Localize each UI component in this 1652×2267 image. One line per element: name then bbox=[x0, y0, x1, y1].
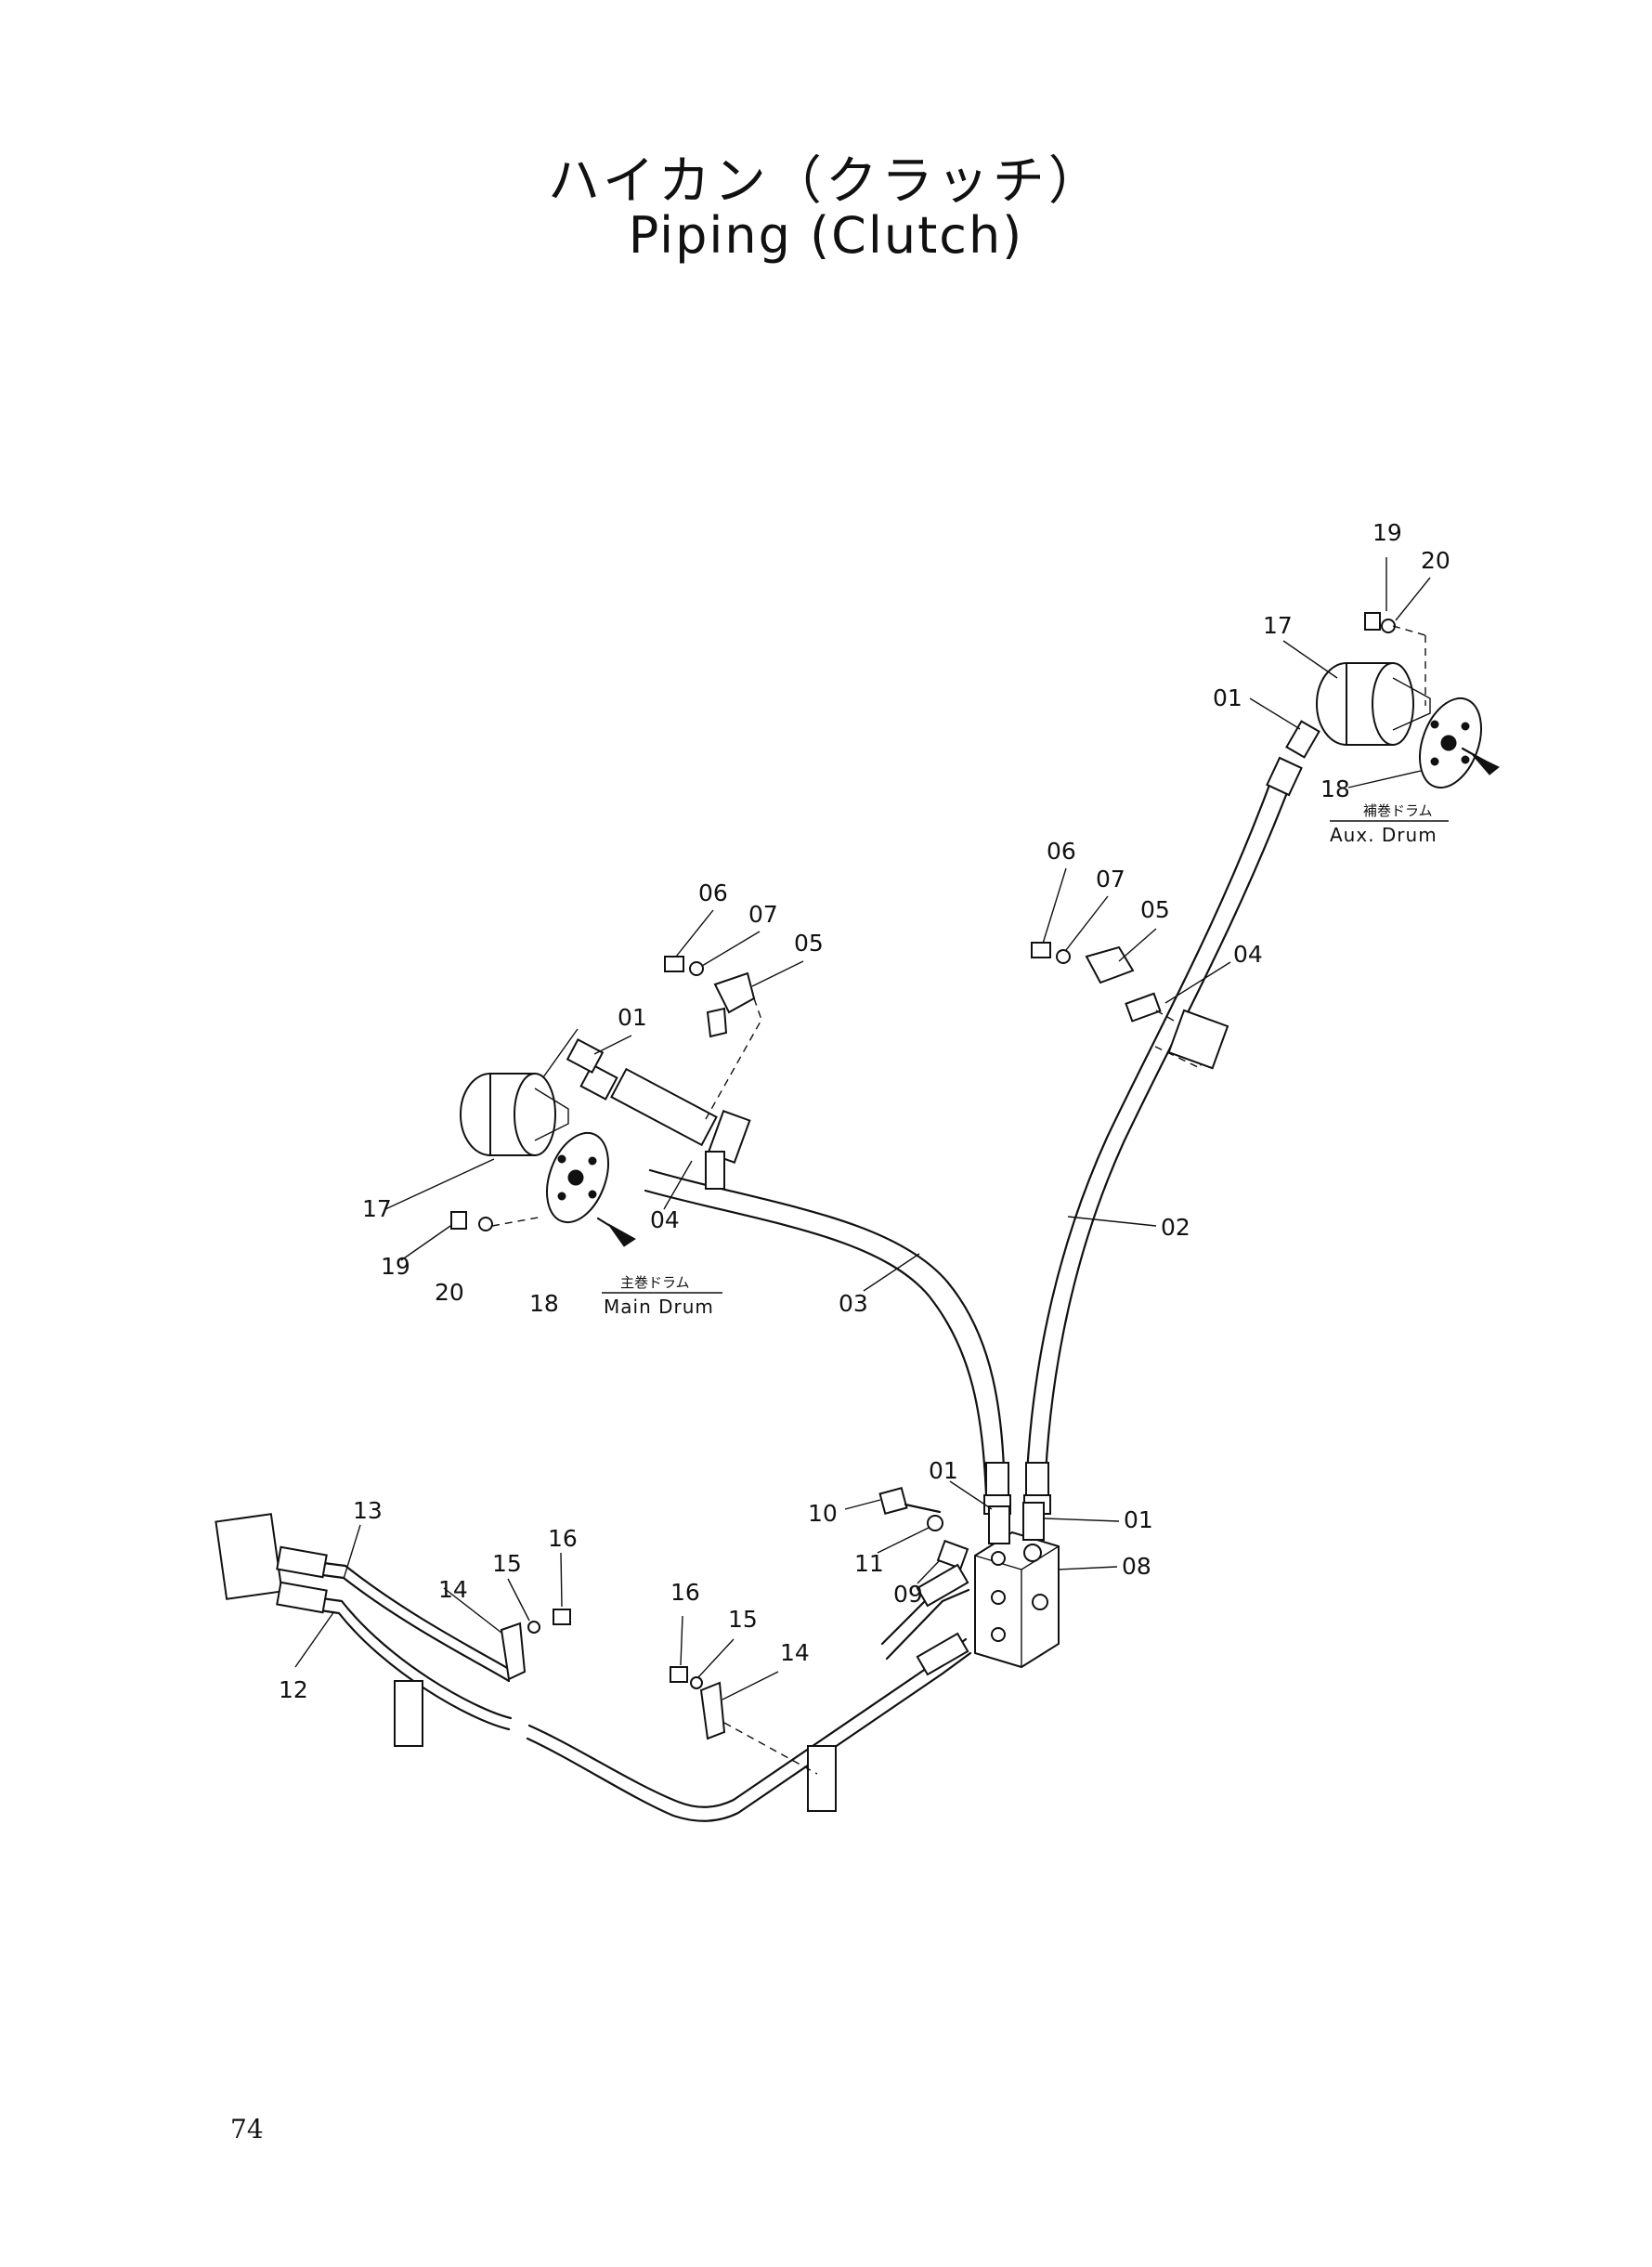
callout-06-main: 06 bbox=[698, 879, 728, 906]
callout-20-main: 20 bbox=[435, 1279, 464, 1306]
callout-03: 03 bbox=[839, 1290, 868, 1317]
pipe-left-fittings bbox=[215, 1513, 328, 1614]
callout-07-main: 07 bbox=[748, 901, 778, 928]
valve-plug-09 bbox=[936, 1539, 969, 1570]
valve-fittings-01 bbox=[988, 1502, 1045, 1544]
main-drum-arrow-icon bbox=[596, 1217, 636, 1247]
callout-01-valve-b: 01 bbox=[1124, 1506, 1153, 1533]
callout-14-mid: 14 bbox=[780, 1639, 810, 1666]
aux-drum-label-ja: 補巻ドラム bbox=[1363, 802, 1433, 819]
pipe-13 bbox=[300, 1558, 515, 1683]
callout-17-aux: 17 bbox=[1263, 612, 1293, 639]
callout-04-aux: 04 bbox=[1233, 941, 1263, 968]
valve-block-08 bbox=[974, 1531, 1060, 1669]
hose-03 bbox=[644, 1168, 1007, 1497]
callout-12: 12 bbox=[279, 1676, 308, 1703]
pipe-right-fittings bbox=[916, 1563, 969, 1676]
callout-01-main: 01 bbox=[618, 1004, 647, 1031]
callout-20-aux: 20 bbox=[1421, 547, 1450, 574]
callout-06-aux: 06 bbox=[1047, 838, 1076, 865]
callout-07-aux: 07 bbox=[1096, 866, 1125, 892]
callout-10: 10 bbox=[808, 1500, 838, 1527]
page-title-japanese: ハイカン（クラッチ） bbox=[548, 151, 1104, 212]
main-drum-label-en: Main Drum bbox=[604, 1296, 714, 1318]
callout-08: 08 bbox=[1122, 1553, 1151, 1580]
page-number: 74 bbox=[230, 2114, 264, 2144]
callout-15-left: 15 bbox=[492, 1550, 522, 1577]
callout-18-main: 18 bbox=[529, 1290, 559, 1317]
main-drum-hose-end bbox=[579, 1063, 718, 1147]
leader-lines bbox=[294, 557, 1431, 1700]
main-fitting-01 bbox=[566, 1038, 605, 1074]
callout-18-aux: 18 bbox=[1320, 775, 1350, 802]
hose-02 bbox=[1024, 771, 1294, 1497]
main-clamp-05 bbox=[664, 956, 762, 1190]
callout-02: 02 bbox=[1161, 1214, 1190, 1241]
callout-01-aux: 01 bbox=[1213, 684, 1242, 711]
aux-drum-hose-end bbox=[1266, 720, 1320, 797]
callout-05-main: 05 bbox=[794, 930, 824, 957]
callout-14-left: 14 bbox=[438, 1576, 468, 1603]
callout-16-mid: 16 bbox=[670, 1579, 700, 1606]
aux-clamp-05 bbox=[1031, 942, 1229, 1070]
callout-15-mid: 15 bbox=[728, 1606, 758, 1633]
aux-bolt-19 bbox=[1364, 612, 1426, 706]
page-title-english: Piping (Clutch) bbox=[628, 206, 1024, 265]
pipe-clamp-14-mid bbox=[670, 1666, 837, 1812]
callout-05-aux: 05 bbox=[1140, 896, 1170, 923]
callout-17-main: 17 bbox=[362, 1195, 392, 1222]
callout-16-left: 16 bbox=[548, 1525, 578, 1552]
callout-01-valve-a: 01 bbox=[929, 1457, 958, 1484]
aux-drum-arrow-icon bbox=[1461, 747, 1500, 775]
valve-bolt-10 bbox=[878, 1487, 943, 1531]
pipe-clamp-14-left bbox=[394, 1609, 571, 1747]
main-bolt-19 bbox=[450, 1211, 544, 1231]
callout-13: 13 bbox=[353, 1497, 383, 1524]
aux-drum-label-en: Aux. Drum bbox=[1330, 824, 1437, 846]
callout-19-main: 19 bbox=[381, 1253, 410, 1280]
main-rotary-joint-17 bbox=[460, 1028, 609, 1224]
callout-04-main: 04 bbox=[650, 1206, 680, 1233]
callout-11: 11 bbox=[854, 1550, 884, 1577]
callout-09: 09 bbox=[893, 1581, 923, 1608]
callout-19-aux: 19 bbox=[1372, 519, 1402, 546]
main-drum-label-ja: 主巻ドラム bbox=[620, 1274, 690, 1291]
aux-rotary-joint-17 bbox=[1316, 662, 1482, 789]
